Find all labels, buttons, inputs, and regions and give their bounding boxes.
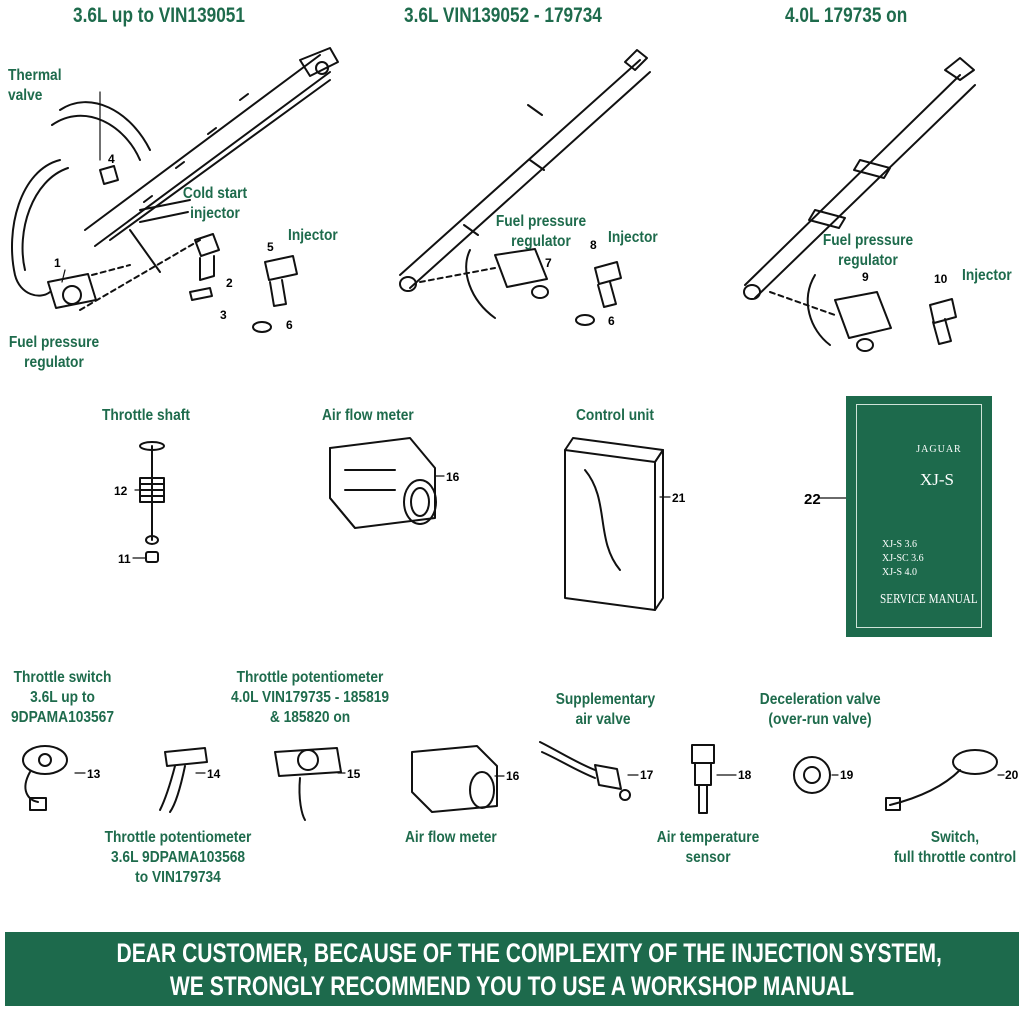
label-switch-full-throttle: Switch, full throttle control [891,828,1020,868]
label-supplementary-air-valve: Supplementary air valve [556,690,655,730]
manual-brand: JAGUAR [916,444,962,455]
label-throttle-shaft: Throttle shaft [102,407,190,424]
fuel-rail-assembly-2 [399,49,651,326]
recommendation-banner: DEAR CUSTOMER, BECAUSE OF THE COMPLEXITY… [5,932,1019,1006]
air-flow-meter-illustration-a [329,437,437,529]
leader-lines [61,91,1005,777]
part-number-13: 13 [87,767,101,781]
label-fuel-pressure-regulator-a-text: Fuel pressure regulator [8,334,100,371]
banner-line-2: WE STRONGLY RECOMMEND YOU TO USE A WORKS… [169,971,855,1001]
manual-variant-3: XJ-S 4.0 [882,567,918,578]
label-air-temperature-sensor-text: Air temperature sensor [656,829,760,866]
deceleration-valve-illustration [793,756,831,794]
manual-variant-1: XJ-S 3.6 [882,539,918,550]
part-number-4: 4 [108,152,115,166]
banner-line-1: DEAR CUSTOMER, BECAUSE OF THE COMPLEXITY… [116,938,942,968]
part-number-20: 20 [1005,768,1019,782]
manual-frame [856,404,982,628]
label-fuel-pressure-regulator-b-text: Fuel pressure regulator [495,213,587,250]
manual-variant-2: XJ-SC 3.6 [882,553,924,564]
label-throttle-switch: Throttle switch 3.6L up to 9DPAMA103567 [9,668,117,728]
label-air-flow-meter-b: Air flow meter [405,829,497,846]
throttle-pot-36-illustration [159,747,208,813]
label-switch-full-throttle-text: Switch, full throttle control [893,829,1017,866]
throttle-pot-40-illustration [274,747,342,821]
label-cold-start-injector-text: Cold start injector [182,185,248,222]
part-number-2: 2 [226,276,233,290]
label-fuel-pressure-regulator-a: Fuel pressure regulator [8,333,101,373]
label-supplementary-air-valve-text: Supplementary air valve [555,691,656,728]
manual-variants: XJ-S 3.6 XJ-SC 3.6 XJ-S 4.0 [882,538,924,580]
label-deceleration-valve-text: Deceleration valve (over-run valve) [759,691,881,728]
part-number-17: 17 [640,768,654,782]
part-number-21: 21 [672,491,686,505]
part-number-16b: 16 [506,769,520,783]
label-deceleration-valve: Deceleration valve (over-run valve) [759,690,881,730]
label-fuel-pressure-regulator-c: Fuel pressure regulator [822,231,915,271]
part-number-16a: 16 [446,470,460,484]
heading-col3: 4.0L 179735 on [785,4,908,27]
part-number-9: 9 [862,270,869,284]
label-fuel-pressure-regulator-b: Fuel pressure regulator [495,212,588,252]
heading-col2: 3.6L VIN139052 - 179734 [404,4,602,27]
part-number-6a: 6 [286,318,293,332]
service-manual-cover: JAGUAR XJ-S XJ-S 3.6 XJ-SC 3.6 XJ-S 4.0 … [846,396,992,637]
control-unit-illustration [564,437,664,611]
label-thermal-valve: Thermal valve [8,66,62,106]
part-number-7: 7 [545,256,552,270]
part-number-14: 14 [207,767,221,781]
part-number-19: 19 [840,768,854,782]
manual-title: SERVICE MANUAL [880,592,978,607]
heading-col1: 3.6L up to VIN139051 [73,4,245,27]
full-throttle-switch-illustration [885,749,998,811]
part-number-3: 3 [220,308,227,322]
label-throttle-pot-36: Throttle potentiometer 3.6L 9DPAMA103568… [101,828,256,888]
label-throttle-pot-36-text: Throttle potentiometer 3.6L 9DPAMA103568… [104,829,252,886]
throttle-switch-illustration [22,745,68,811]
part-number-15: 15 [347,767,361,781]
supplementary-air-valve-illustration [539,741,631,801]
part-number-6b: 6 [608,314,615,328]
throttle-shaft-illustration [139,441,165,563]
label-air-temperature-sensor: Air temperature sensor [656,828,759,868]
part-number-12: 12 [114,484,128,498]
part-number-11: 11 [118,552,131,566]
part-number-10: 10 [934,272,948,286]
part-number-1: 1 [54,256,61,270]
part-number-22: 22 [804,491,821,508]
label-thermal-valve-text: Thermal valve [8,67,62,104]
fuel-rail-assembly-3 [743,57,976,352]
part-number-18: 18 [738,768,752,782]
label-injector-b: Injector [608,229,658,246]
part-number-8: 8 [590,238,597,252]
label-throttle-pot-40: Throttle potentiometer 4.0L VIN179735 - … [224,668,396,728]
air-temperature-sensor-illustration [691,744,715,814]
label-control-unit: Control unit [576,407,654,424]
part-number-5: 5 [267,240,274,254]
label-cold-start-injector: Cold start injector [176,184,253,224]
label-throttle-pot-40-text: Throttle potentiometer 4.0L VIN179735 - … [230,669,390,726]
manual-model: XJ-S [919,470,954,489]
label-injector-c: Injector [962,267,1012,284]
air-flow-meter-illustration-b [411,745,498,813]
label-air-flow-meter-a: Air flow meter [322,407,414,424]
fuel-rail-assembly-1 [11,47,339,333]
label-fuel-pressure-regulator-c-text: Fuel pressure regulator [822,232,914,269]
label-throttle-switch-text: Throttle switch 3.6L up to 9DPAMA103567 [10,669,114,726]
label-injector-a: Injector [288,227,338,244]
